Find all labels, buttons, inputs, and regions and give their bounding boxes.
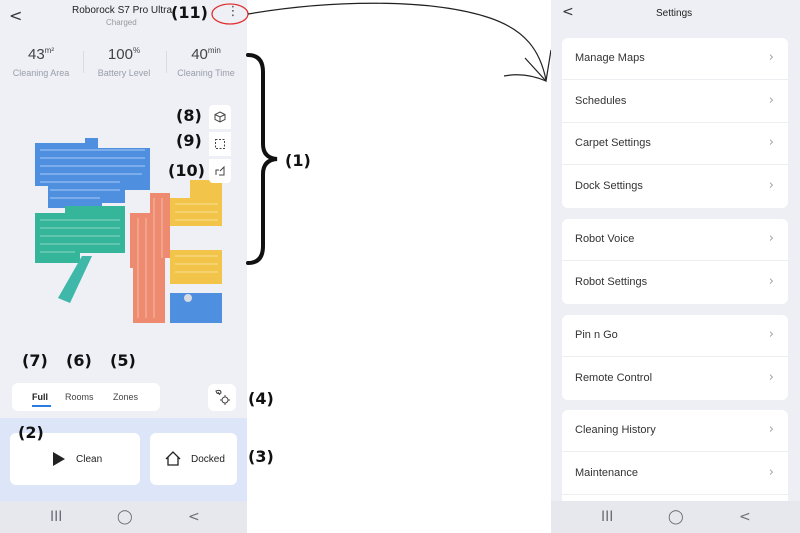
chevron-right-icon: › [768, 231, 774, 246]
tab-rooms[interactable]: Rooms [65, 392, 94, 402]
chevron-right-icon: › [768, 422, 774, 437]
stat-battery-level: 100% Battery Level [97, 46, 151, 78]
page-title: Settings [656, 8, 693, 19]
annotation-3: (3) [248, 447, 274, 466]
annotation-11: (11) [171, 3, 208, 22]
chevron-right-icon: › [768, 135, 774, 150]
chevron-right-icon: › [768, 178, 774, 193]
settings-group-robot: Robot Voice› Robot Settings› [562, 219, 788, 304]
room-yellow-top[interactable] [170, 180, 222, 226]
chevron-right-icon: › [768, 327, 774, 342]
tab-full-underline [32, 405, 51, 407]
chevron-right-icon: › [768, 50, 774, 65]
settings-group-control: Pin n Go› Remote Control› [562, 315, 788, 400]
room-orange[interactable] [130, 193, 170, 323]
annotation-4: (4) [248, 389, 274, 408]
annotation-5: (5) [110, 351, 136, 370]
3d-view-icon[interactable] [209, 105, 231, 129]
back-icon[interactable]: < [9, 6, 23, 25]
settings-item-remote-control[interactable]: Remote Control› [575, 370, 774, 385]
home-nav-icon[interactable]: ◯ [117, 509, 133, 525]
yellow-room-cleaning-lines [175, 203, 218, 273]
tab-full[interactable]: Full [32, 392, 48, 402]
settings-item-schedules[interactable]: Schedules› [562, 81, 788, 123]
settings-item-robot-voice[interactable]: Robot Voice› [562, 219, 788, 261]
back-icon[interactable]: < [562, 4, 574, 20]
tab-zones[interactable]: Zones [113, 392, 139, 402]
orange-room-cleaning-lines [137, 198, 163, 318]
annotation-1: (1) [285, 151, 311, 170]
custom-mode-button[interactable] [208, 384, 236, 411]
recent-apps-icon[interactable]: III [50, 509, 63, 525]
chevron-right-icon: › [768, 370, 774, 385]
settings-group-history: Cleaning History› Maintenance› [562, 410, 788, 505]
chevron-right-icon: › [768, 274, 774, 289]
floor-map[interactable] [30, 138, 230, 328]
robot-home-screen: < Roborock S7 Pro Ultra Charged ⋮ 43m² C… [0, 0, 247, 533]
settings-item-manage-maps[interactable]: Manage Maps› [562, 38, 788, 80]
room-blue-bottom[interactable] [170, 293, 222, 323]
settings-item-pin-n-go[interactable]: Pin n Go› [562, 315, 788, 357]
robot-name: Roborock S7 Pro Ultra [72, 5, 173, 16]
divider [83, 51, 84, 73]
robot-status: Charged [106, 18, 137, 27]
home-icon [165, 451, 181, 466]
back-nav-icon[interactable]: < [739, 509, 751, 525]
settings-item-robot-settings[interactable]: Robot Settings› [575, 274, 774, 289]
fan-mop-icon [215, 389, 230, 405]
chevron-right-icon: › [768, 465, 774, 480]
more-options-icon[interactable]: ⋮ [226, 4, 240, 19]
dock-icon [184, 294, 192, 302]
annotation-7: (7) [22, 351, 48, 370]
divider [166, 51, 167, 73]
dock-button-label: Docked [191, 454, 225, 465]
room-yellow-bottom[interactable] [170, 250, 222, 284]
stat-cleaning-time: 40min Cleaning Time [177, 46, 235, 78]
dock-button[interactable]: Docked [150, 433, 237, 485]
curly-brace [246, 53, 278, 265]
home-nav-icon[interactable]: ◯ [668, 509, 684, 525]
carpet-area [58, 256, 92, 303]
blue-room-cleaning-lines [40, 149, 145, 199]
chevron-right-icon: › [768, 93, 774, 108]
settings-item-carpet-settings[interactable]: Carpet Settings› [562, 123, 788, 165]
back-nav-icon[interactable]: < [188, 509, 200, 525]
area-select-icon[interactable] [209, 132, 231, 156]
clean-button-label: Clean [76, 454, 103, 465]
edit-map-icon[interactable] [209, 159, 231, 183]
settings-item-cleaning-history[interactable]: Cleaning History› [562, 410, 788, 452]
settings-item-maintenance[interactable]: Maintenance› [562, 453, 788, 495]
play-icon [53, 452, 65, 466]
annotation-8: (8) [176, 106, 202, 125]
annotation-9: (9) [176, 131, 202, 150]
system-nav-bar: III ◯ < [0, 501, 247, 533]
annotation-2: (2) [18, 423, 44, 442]
green-room-cleaning-lines [40, 219, 120, 253]
annotation-10: (10) [168, 161, 205, 180]
room-green[interactable] [35, 206, 125, 263]
settings-item-dock-settings[interactable]: Dock Settings› [575, 178, 774, 193]
recent-apps-icon[interactable]: III [601, 509, 614, 525]
pointer-arrow [247, 2, 552, 83]
cleaning-mode-tabs: Full Rooms Zones [12, 383, 160, 411]
settings-screen: < Settings Manage Maps› Schedules› Carpe… [551, 0, 800, 533]
clean-button[interactable]: Clean [10, 433, 140, 485]
stat-cleaning-area: 43m² Cleaning Area [12, 46, 70, 78]
system-nav-bar: III ◯ < [551, 501, 800, 533]
settings-group-maps: Manage Maps› Schedules› Carpet Settings›… [562, 38, 788, 208]
annotation-6: (6) [66, 351, 92, 370]
